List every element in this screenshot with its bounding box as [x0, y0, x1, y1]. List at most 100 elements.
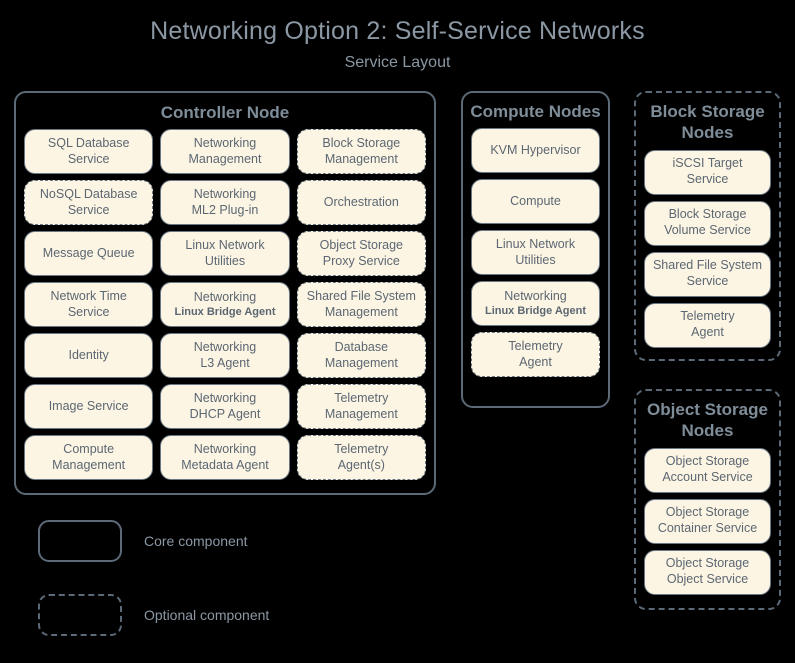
service-label-line2: Utilities	[204, 253, 246, 268]
legend-label-optional: Optional component	[144, 607, 270, 623]
service-label-line1: Telemetry	[508, 339, 563, 354]
service-label-line2: Utilities	[515, 252, 556, 267]
service-label-line2: Service	[67, 151, 110, 166]
service-label-line1: Networking	[193, 340, 257, 355]
service-label-line1: iSCSI Target	[672, 156, 743, 171]
service-label-line2: Container Service	[657, 521, 758, 535]
service-label-line1: Networking	[193, 290, 257, 305]
service-label-line2: Proxy Service	[322, 253, 400, 268]
service-label-line2: Agent(s)	[337, 457, 385, 472]
service-label-line1: Orchestration	[323, 194, 399, 209]
service-label-line1: NoSQL Database	[39, 187, 138, 202]
service-box: KVM Hypervisor	[471, 128, 600, 174]
page-subtitle: Service Layout	[344, 53, 451, 71]
service-label-line2: Linux Bridge Agent	[484, 304, 587, 317]
service-label-line2: Volume Service	[664, 223, 751, 237]
service-label-line1: Database	[334, 340, 389, 355]
service-label-line1: Linux Network	[495, 237, 576, 252]
service-label-line1: Telemetry	[680, 309, 735, 324]
service-label-line2: Management	[324, 304, 398, 319]
title-block: Networking Option 2: Self-Service Networ…	[0, 0, 795, 72]
service-box: Message Queue	[24, 231, 154, 277]
diagram-canvas: Networking Option 2: Self-Service Networ…	[0, 0, 795, 641]
group-title-block-storage-nodes: Block Storage Nodes	[650, 102, 765, 143]
service-label-line1: Block Storage	[668, 207, 747, 222]
service-label-line1: KVM Hypervisor	[490, 142, 581, 157]
service-label-line1: Compute	[63, 442, 115, 457]
service-label-line1: Networking	[504, 289, 567, 304]
service-label-line2: Metadata Agent	[181, 457, 269, 472]
service-label-line1: Compute	[510, 193, 561, 208]
service-label-line2: Account Service	[662, 470, 753, 484]
legend-label-core: Core component	[144, 533, 248, 549]
service-label-line1: Object Storage	[319, 238, 404, 253]
legend-swatch-optional	[38, 594, 122, 636]
service-label-line2: L3 Agent	[200, 355, 250, 370]
service-label-line1: Image Service	[48, 398, 129, 413]
service-label-line2: Management	[324, 406, 398, 421]
service-label-line1: Linux Network	[185, 238, 265, 253]
service-label-line1: Block Storage	[322, 136, 401, 151]
service-label-line2: Management	[52, 457, 126, 472]
service-label-line1: Object Storage	[665, 505, 750, 520]
service-label-line2: Object Service	[666, 572, 749, 586]
service-box: Image Service	[24, 384, 154, 430]
service-label-line1: Message Queue	[42, 245, 135, 260]
service-label-line1: Identity	[68, 347, 109, 362]
service-label-line1: Telemetry	[334, 442, 389, 457]
service-label-line1: Object Storage	[665, 556, 750, 571]
service-label-line2: Management	[324, 151, 398, 166]
service-label-line2: Service	[686, 172, 729, 186]
service-label-line2: DHCP Agent	[189, 406, 261, 421]
service-label-line2: Service	[67, 304, 110, 319]
service-label-line2: Service	[686, 274, 729, 288]
service-label-line1: Telemetry	[334, 391, 389, 406]
service-box: Identity	[24, 333, 154, 379]
service-label-line1: Networking	[193, 442, 257, 457]
group-title-compute-nodes: Compute Nodes	[470, 102, 601, 121]
legend-row-core: Core component	[38, 515, 368, 567]
service-label-line2: Agent	[691, 325, 724, 339]
service-label-line1: Shared File System	[652, 258, 763, 273]
service-label-line1: Networking	[193, 136, 257, 151]
service-label-line2: Service	[67, 202, 110, 217]
service-label-line1: Networking	[193, 391, 257, 406]
legend-swatch-core	[38, 520, 122, 562]
service-label-line1: Network Time	[50, 289, 127, 304]
service-label-line1: Networking	[193, 187, 257, 202]
page-title: Networking Option 2: Self-Service Networ…	[150, 17, 645, 45]
service-label-line1: SQL Database	[47, 136, 130, 151]
legend-row-optional: Optional component	[38, 589, 368, 641]
group-title-object-storage-nodes: Object Storage Nodes	[647, 400, 768, 441]
